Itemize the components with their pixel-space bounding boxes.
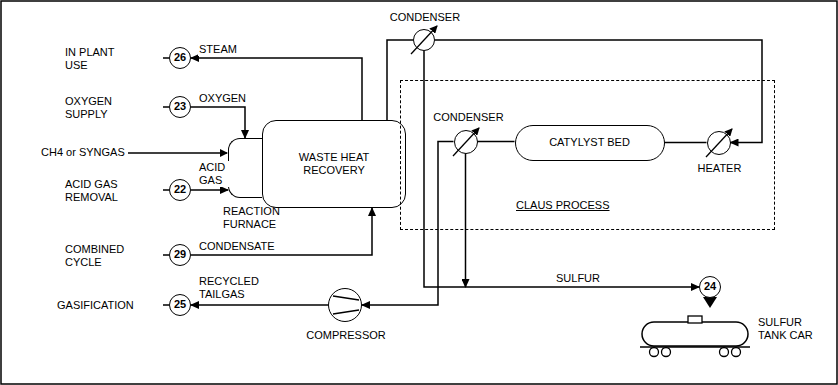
reaction-furnace: REACTION FURNACE: [228, 138, 262, 198]
process-line: [191, 107, 245, 138]
node-text: CATYLYST BED: [549, 136, 630, 149]
part-label: CONDENSER: [429, 111, 509, 124]
source-label: ACID GAS REMOVAL: [64, 178, 128, 204]
node-text: 26: [174, 51, 186, 64]
part-label: CLAUS PROCESS: [516, 199, 626, 212]
feed-arrow: [128, 152, 227, 154]
heater-symbol: HEATER: [707, 131, 731, 155]
part-label: SULFUR TANK CAR: [758, 316, 828, 342]
waste-heat-vessel: WASTE HEAT RECOVERY: [262, 120, 406, 208]
condenser-symbol: [411, 26, 437, 54]
callout-number: 29: [169, 244, 191, 266]
stream-label: RECYCLED TAILGAS: [198, 275, 260, 301]
process-line: [465, 154, 467, 288]
part-label: REACTION FURNACE: [223, 205, 293, 231]
source-label: COMBINED CYCLE: [64, 243, 128, 269]
node-text: 25: [174, 298, 186, 311]
part-label: HEATER: [685, 162, 755, 175]
node-text: 29: [174, 248, 186, 261]
callout-pointer: [163, 58, 169, 305]
process-line: [191, 58, 362, 120]
stream-label: STEAM: [198, 43, 238, 56]
node-text: WASTE HEAT RECOVERY: [294, 151, 374, 177]
callout-number: 25: [169, 294, 191, 316]
condenser-symbol: CONDENSER: [413, 29, 435, 51]
tank-car: SULFUR TANK CAR: [640, 314, 750, 358]
node-text: 24: [704, 280, 716, 293]
part-label: COMPRESSOR: [296, 329, 396, 342]
callout-number: 22: [169, 179, 191, 201]
stream-label: SULFUR: [555, 272, 601, 285]
source-label: CH4 or SYNGAS: [40, 146, 126, 159]
stream-label: OXYGEN: [198, 92, 247, 105]
heater-symbol: [706, 129, 732, 157]
process-line: [191, 189, 228, 191]
callout-number: 23: [169, 96, 191, 118]
catalyst-bed: CATYLYST BED: [515, 125, 665, 161]
process-line: [478, 141, 515, 143]
source-label: GASIFICATION: [56, 299, 135, 312]
process-group: CLAUS PROCESS CONDENSER CATYLYST BED HEATER: [400, 80, 775, 230]
callout-number: 24: [699, 276, 721, 298]
source-label: IN PLANT USE: [64, 46, 128, 72]
node-text: 22: [174, 183, 186, 196]
callout-number: 26: [169, 47, 191, 69]
node-text: 23: [174, 100, 186, 113]
process-line: [191, 304, 328, 306]
condenser-symbol: CONDENSER: [454, 130, 478, 154]
source-label: OXYGEN SUPPLY: [64, 95, 128, 121]
stream-label: CONDENSATE: [198, 240, 276, 253]
stream-label: ACID GAS: [198, 161, 230, 187]
condenser-symbol: [453, 128, 479, 156]
compressor-symbol: [333, 296, 359, 314]
compressor-symbol: COMPRESSOR: [328, 288, 362, 322]
process-line: [665, 142, 707, 144]
process-line: [191, 208, 372, 255]
part-label: CONDENSER: [385, 11, 465, 24]
tank-car-drawing: [640, 314, 750, 358]
process-line: [424, 51, 699, 287]
callout-pointer: [703, 297, 717, 308]
